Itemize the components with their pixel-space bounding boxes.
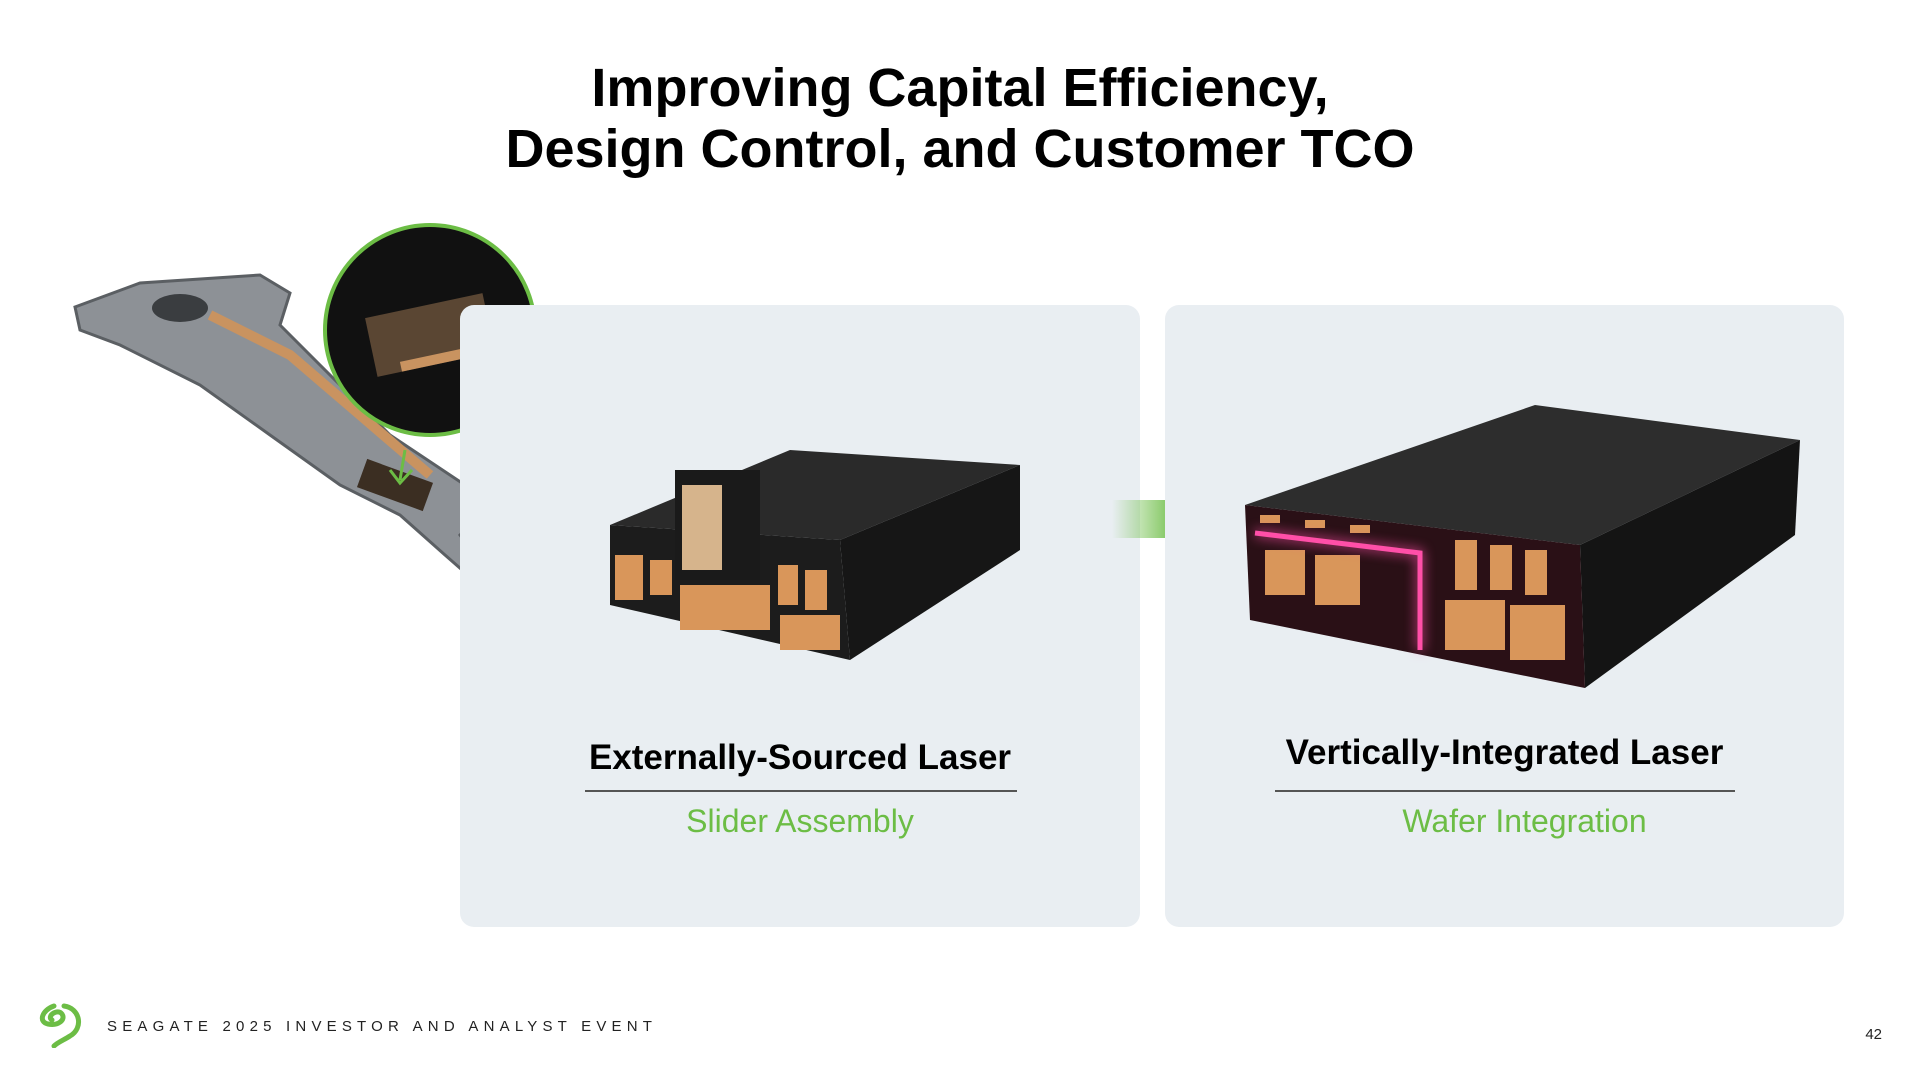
slider-assembly-chip-image	[610, 450, 1020, 660]
seagate-logo-icon	[39, 1003, 81, 1048]
title-line-1: Improving Capital Efficiency,	[591, 58, 1329, 118]
divider	[585, 790, 1017, 792]
panel-heading: Externally-Sourced Laser	[588, 738, 1012, 777]
externally-sourced-laser-panel: Externally-Sourced Laser Slider Assembly	[460, 305, 1140, 927]
divider	[1275, 790, 1735, 792]
panel-subheading: Wafer Integration	[1402, 803, 1647, 839]
panel-heading: Vertically-Integrated Laser	[1285, 733, 1724, 772]
vertically-integrated-laser-panel: Vertically-Integrated Laser Wafer Integr…	[1165, 305, 1844, 927]
page-number: 42	[1865, 1026, 1882, 1043]
panel-subheading: Slider Assembly	[686, 803, 914, 839]
wafer-integration-chip-image	[1245, 405, 1800, 688]
footer-event-name: SEAGATE 2025 INVESTOR AND ANALYST EVENT	[107, 1018, 658, 1035]
title-line-2: Design Control, and Customer TCO	[505, 119, 1415, 179]
page-title: Improving Capital Efficiency, Design Con…	[0, 58, 1920, 180]
